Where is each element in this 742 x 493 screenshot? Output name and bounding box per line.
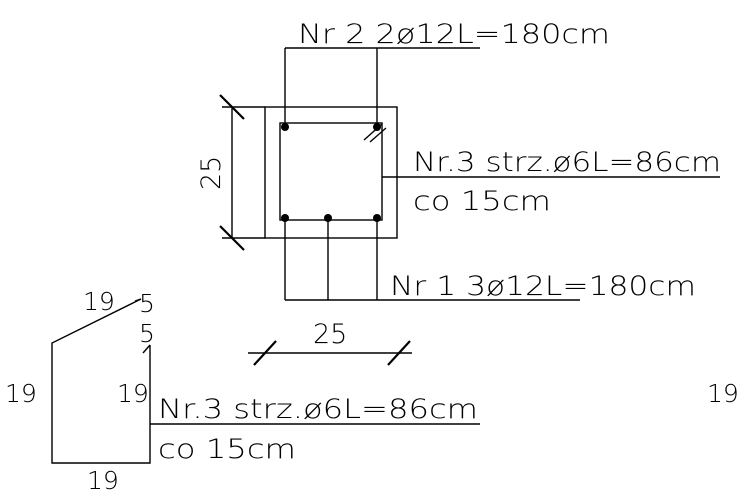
width-dim-tick-right [387, 340, 411, 366]
width-dim-tick-left [253, 340, 277, 366]
bottom-bar-label: Nr 1 3ø12L=180cm [390, 271, 696, 302]
stirrup-spacing-label: co 15cm [413, 186, 551, 217]
width-dim-value: 25 [313, 319, 347, 350]
section-outline [264, 106, 398, 239]
shape-hook-dim: 5 [139, 319, 155, 348]
stirrup-shape: 19 5 5 19 19 19 Nr.3 strz.ø6L=86cm co 15… [5, 287, 480, 493]
shape-top-left-dim: 19 [83, 287, 115, 316]
height-dim-value: 25 [196, 156, 227, 190]
top-bar-label: Nr 2 2ø12L=180cm [298, 19, 610, 50]
far-right-dim: 19 [707, 379, 739, 408]
cross-section: Nr 2 2ø12L=180cm Nr.3 strz.ø6L=86cm co 1… [196, 19, 721, 366]
stirrup-shape-top-tip [134, 298, 142, 302]
shape-right-dim: 19 [117, 379, 149, 408]
shape-stirrup-label: Nr.3 strz.ø6L=86cm [158, 394, 478, 425]
shape-stirrup-spacing: co 15cm [158, 434, 296, 465]
stirrup-hook-2 [369, 127, 387, 143]
shape-bottom-dim: 19 [87, 466, 119, 493]
height-dim-tick-bottom [219, 225, 245, 251]
shape-left-dim: 19 [5, 379, 37, 408]
stirrup-shape-hook [142, 344, 151, 354]
height-dim-tick-top [219, 94, 245, 120]
stirrup-label: Nr.3 strz.ø6L=86cm [413, 147, 721, 178]
shape-top-right-dim: 5 [139, 289, 155, 318]
